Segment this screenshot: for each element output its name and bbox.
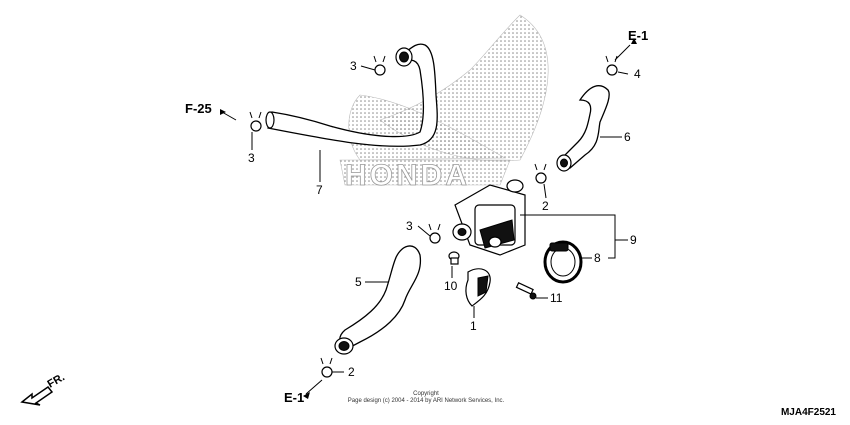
leader-lines	[221, 44, 631, 395]
callout-1: 1	[470, 319, 477, 333]
clip-3-top	[373, 55, 386, 76]
hose-7	[265, 43, 438, 147]
callout-3-top: 3	[350, 59, 357, 73]
ref-e1-top[interactable]: E-1	[628, 28, 648, 43]
bolt-10	[448, 251, 460, 265]
ref-e1-bottom[interactable]: E-1	[284, 390, 310, 405]
bracket-1	[465, 268, 491, 307]
callout-4: 4	[634, 67, 641, 81]
callout-9: 9	[630, 233, 637, 247]
callout-11: 11	[550, 291, 563, 305]
callout-3-mid: 3	[406, 219, 413, 233]
arrow-left-icon	[220, 109, 226, 115]
front-arrow-icon	[20, 385, 54, 406]
ref-e1-bottom-label[interactable]: E-1	[284, 390, 304, 405]
clip-2-mid	[534, 163, 547, 184]
diagram-code: MJA4F2521	[781, 407, 836, 418]
callout-10: 10	[444, 279, 458, 293]
air-valve-assembly	[452, 179, 526, 256]
hose-6	[556, 85, 610, 172]
callout-7: 7	[316, 183, 323, 197]
honda-watermark-text: HONDA	[345, 159, 470, 192]
callout-2-mid: 2	[542, 199, 549, 213]
copyright-line-1: Copyright	[413, 391, 439, 397]
clip-3-left	[249, 111, 262, 132]
honda-wing-watermark: HONDA	[339, 14, 549, 192]
copyright-line-2: Page design (c) 2004 - 2014 by ARI Netwo…	[348, 398, 505, 404]
bolt-11	[515, 282, 537, 300]
front-direction-arrow: FR.	[20, 371, 67, 406]
arrow-down-left-icon	[303, 392, 310, 399]
ref-f25-label[interactable]: F-25	[185, 101, 212, 116]
callout-8: 8	[594, 251, 601, 265]
ref-f25[interactable]: F-25	[185, 101, 226, 116]
arrow-up-icon	[631, 38, 637, 44]
clip-3-mid	[428, 223, 441, 244]
band-clamp-8	[543, 240, 583, 284]
callout-3-left: 3	[248, 151, 255, 165]
hose-5	[334, 245, 422, 355]
clip-2-bottom	[320, 357, 333, 378]
clip-4	[605, 55, 618, 76]
callout-5: 5	[355, 275, 362, 289]
front-arrow-label: FR.	[46, 371, 67, 390]
ref-e1-top-label[interactable]: E-1	[628, 28, 648, 43]
callout-6: 6	[624, 130, 631, 144]
callout-2-bottom: 2	[348, 365, 355, 379]
